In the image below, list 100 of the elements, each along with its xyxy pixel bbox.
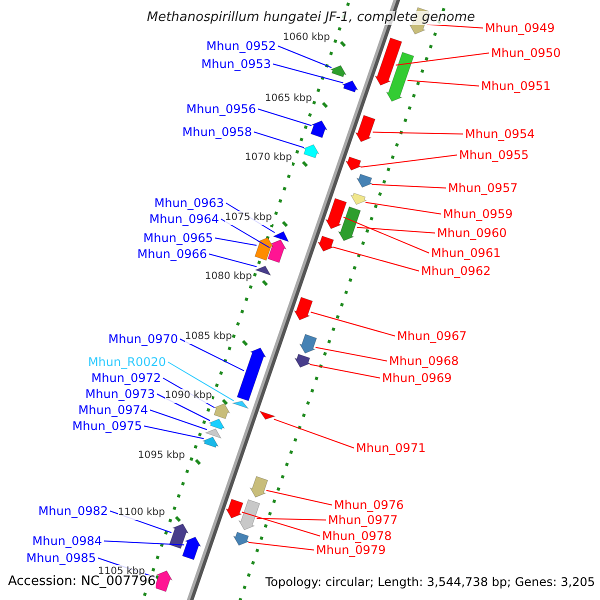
gene-label: Mhun_0957 — [448, 181, 518, 195]
leader-line — [273, 418, 354, 448]
scale-label: 1065 kbp — [264, 92, 312, 106]
gene-label: Mhun_0950 — [491, 46, 561, 60]
gene-shape — [294, 296, 313, 320]
gene-label: Mhun_0967 — [397, 329, 467, 343]
gene-label: Mhun_0952 — [206, 39, 276, 53]
gene-shape — [299, 334, 317, 354]
gene-label: Mhun_0978 — [322, 529, 392, 543]
gene-shape — [272, 231, 290, 242]
scale-label: 1090 kbp — [164, 389, 212, 403]
gene-shape — [238, 499, 260, 530]
gene-shape — [386, 52, 414, 102]
scale-label: 1085 kbp — [184, 330, 232, 344]
gene-label: Mhun_0951 — [481, 79, 551, 93]
gene-label: Mhun_0968 — [389, 354, 459, 368]
leader-line — [208, 254, 258, 268]
leader-line — [241, 512, 320, 536]
leader-line — [266, 490, 332, 506]
gene-label: Mhun_0960 — [437, 226, 507, 240]
gene-shape — [182, 536, 202, 560]
gene-label: Mhun_0959 — [443, 207, 513, 221]
scale-label: 1060 kbp — [282, 31, 330, 45]
gene-label: Mhun_0974 — [78, 403, 148, 417]
leader-line — [343, 216, 430, 254]
gene-shape — [310, 120, 328, 138]
leader-line — [220, 218, 270, 248]
leader-line — [315, 346, 388, 362]
leader-line — [168, 362, 234, 402]
gene-label: Mhun_0962 — [421, 264, 491, 278]
gene-label: Mhun_0956 — [186, 102, 256, 116]
gene-label: Mhun_0975 — [72, 419, 142, 433]
gene-shape — [350, 192, 368, 205]
gene-label: Mhun_0985 — [26, 551, 96, 565]
gene-label: Mhun_0969 — [382, 371, 452, 385]
scale-label: 1075 kbp — [224, 211, 272, 225]
gene-shape — [208, 418, 225, 430]
leader-line — [104, 540, 185, 546]
leader-line — [258, 108, 312, 126]
gene-label: Mhun_0965 — [143, 231, 213, 245]
gene-label: Mhun_0961 — [431, 246, 501, 260]
gene-shape — [236, 348, 266, 402]
leader-line — [395, 52, 490, 66]
leader-line — [272, 64, 344, 84]
gene-label: Mhun_0970 — [108, 332, 178, 346]
gene-label: Mhun_0979 — [316, 543, 386, 557]
scale-label: 1095 kbp — [138, 449, 185, 463]
gene-shape — [250, 476, 268, 498]
leader-line — [371, 184, 446, 188]
gene-shape — [254, 266, 272, 276]
leader-line — [360, 154, 458, 168]
gene-shape — [338, 206, 361, 242]
leader-line — [256, 518, 326, 520]
gene-shape — [204, 428, 222, 439]
scale-label: 1080 kbp — [204, 270, 252, 284]
topology-text: Topology: circular; Length: 3,544,738 bp; Genes: 3,205 — [265, 575, 595, 589]
leader-line — [372, 132, 464, 134]
gene-shape — [374, 38, 402, 86]
leader-line — [356, 226, 436, 234]
gene-label: Mhun_0964 — [149, 212, 219, 226]
gene-label: Mhun_0977 — [328, 513, 398, 527]
leader-line — [332, 246, 420, 272]
scale-label: 1070 kbp — [244, 151, 292, 165]
gene-shape — [342, 80, 358, 92]
gene-label: Mhun_0963 — [154, 196, 224, 210]
gene-shape — [214, 403, 230, 420]
gene-shape — [202, 436, 219, 448]
leader-line — [144, 426, 204, 440]
leader-line — [254, 132, 304, 148]
gene-shape — [325, 198, 347, 230]
gene-shape — [330, 65, 347, 78]
gene-label: Mhun_R0020 — [88, 355, 166, 369]
gene-label: Mhun_0984 — [32, 534, 102, 548]
gene-label: Mhun_0955 — [459, 148, 529, 162]
leader-line — [248, 542, 314, 550]
gene-label: Mhun_0958 — [182, 125, 252, 139]
gene-shape — [169, 524, 189, 549]
gene-shape — [356, 174, 373, 188]
gene-label: Mhun_0953 — [201, 57, 271, 71]
leader-line — [309, 364, 380, 378]
gene-shape — [154, 570, 173, 592]
gene-label: Mhun_0976 — [334, 498, 404, 512]
gene-label: Mhun_0972 — [91, 371, 161, 385]
leader-line — [180, 338, 245, 372]
scale-label: 1100 kbp — [118, 506, 165, 520]
leader-line — [214, 238, 258, 246]
gene-shape — [317, 236, 334, 252]
leader-line — [150, 410, 208, 430]
gene-label: Mhun_0973 — [85, 387, 155, 401]
gene-label: Mhun_0982 — [38, 504, 108, 518]
leader-line — [278, 46, 332, 68]
gene-shape — [259, 410, 276, 420]
gene-shape — [345, 156, 362, 171]
gene-shape — [294, 354, 311, 368]
gene-shape — [232, 532, 250, 546]
leader-line — [310, 312, 396, 336]
gene-shape — [232, 400, 249, 410]
gene-shape — [225, 498, 244, 518]
gene-shape — [302, 144, 320, 158]
gene-label: Mhun_0966 — [137, 247, 207, 261]
